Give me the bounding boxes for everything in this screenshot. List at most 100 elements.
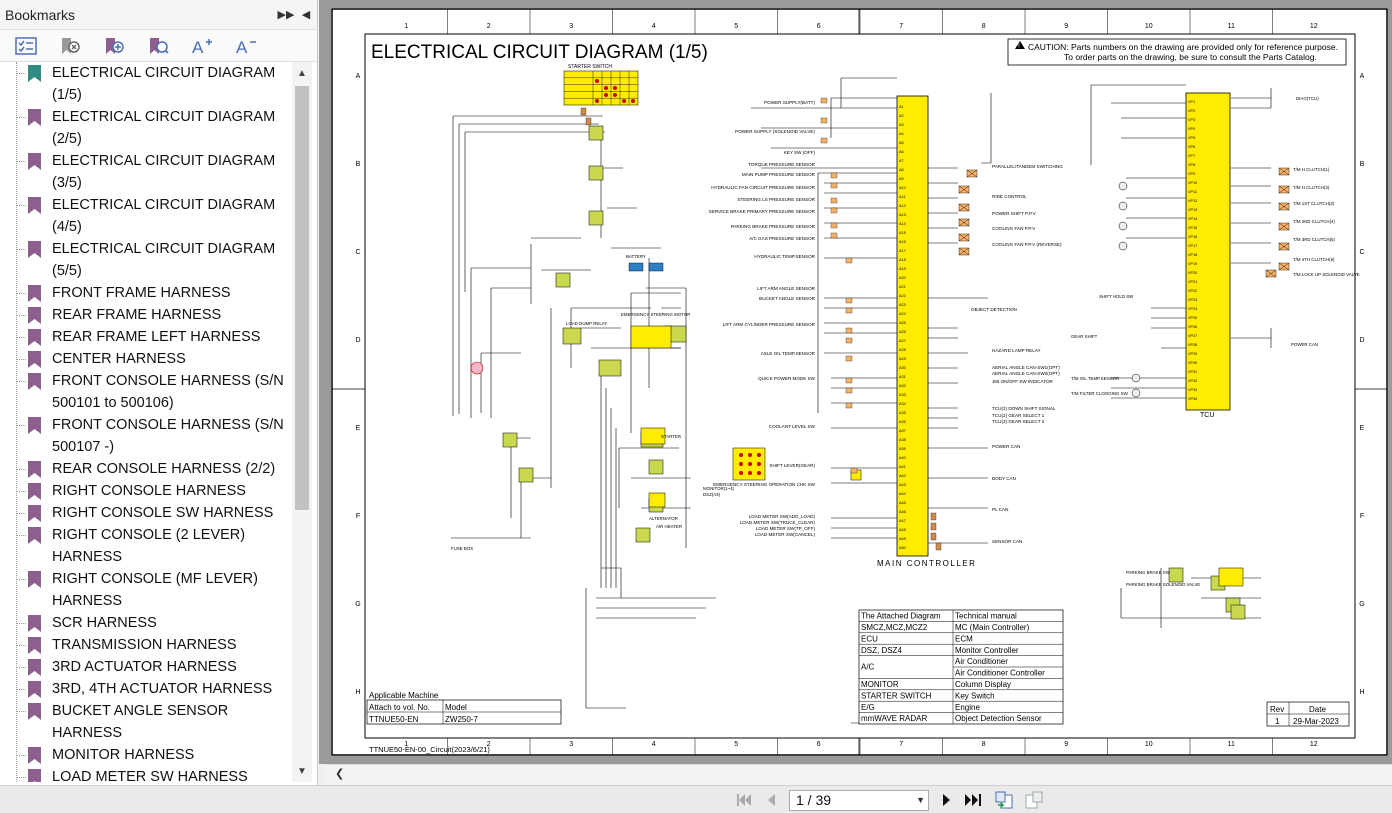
bookmark-item[interactable]: ELECTRICAL CIRCUIT DIAGRAM (2/5) bbox=[0, 106, 292, 150]
previous-page-icon[interactable] bbox=[761, 790, 783, 810]
pin-label: A30 bbox=[899, 366, 906, 370]
pin-label: A38 bbox=[899, 438, 906, 442]
wire bbox=[1231, 167, 1271, 264]
scroll-up-icon[interactable]: ▲ bbox=[297, 67, 307, 79]
next-page-icon[interactable] bbox=[935, 790, 957, 810]
signal-label: KEY SW (OFF) bbox=[784, 150, 816, 155]
bookmark-icon bbox=[28, 307, 41, 324]
pin-label: A44 bbox=[899, 492, 906, 496]
wire bbox=[981, 93, 992, 164]
component-label: ALTERNATOR bbox=[649, 516, 678, 521]
signal-label: AERIAL ANGLE CAN-SW1(OPT) bbox=[992, 365, 1060, 370]
tcu-pin-label: VP7 bbox=[1188, 154, 1195, 158]
bookmark-item[interactable]: FRONT FRAME HARNESS bbox=[0, 282, 292, 304]
bookmark-item[interactable]: 3RD, 4TH ACTUATOR HARNESS bbox=[0, 678, 292, 700]
signal-label: LIFT ARM CYLINDER PRESSURE SENSOR bbox=[723, 322, 816, 327]
signal-label: POWER SHIFT P.P.V bbox=[992, 211, 1037, 216]
bookmark-item[interactable]: CENTER HARNESS bbox=[0, 348, 292, 370]
bookmark-item[interactable]: ELECTRICAL CIRCUIT DIAGRAM (4/5) bbox=[0, 194, 292, 238]
row-letter-left: B bbox=[356, 161, 361, 168]
bookmark-label: RIGHT CONSOLE SW HARNESS bbox=[52, 505, 274, 521]
wire bbox=[648, 258, 681, 388]
bookmark-item[interactable]: FRONT CONSOLE HARNESS (S/N 500107 -) bbox=[0, 414, 292, 458]
bookmark-item[interactable]: MONITOR HARNESS bbox=[0, 744, 292, 766]
signal-label: HYDRAULIC TEMP.SENSOR bbox=[754, 254, 815, 259]
bookmark-item[interactable]: LOAD METER SW HARNESS bbox=[0, 766, 292, 782]
fuse-icon bbox=[930, 522, 937, 531]
decrease-font-icon[interactable]: A bbox=[228, 32, 264, 60]
scroll-left-icon[interactable]: ❮ bbox=[335, 768, 345, 780]
pin-label: A1 bbox=[899, 105, 904, 109]
pin-label: A48 bbox=[899, 528, 906, 532]
bookmark-label: BUCKET ANGLE SENSOR HARNESS bbox=[52, 703, 229, 741]
bookmark-item[interactable]: REAR FRAME LEFT HARNESS bbox=[0, 326, 292, 348]
previous-view-icon[interactable] bbox=[993, 790, 1015, 810]
pin-label: A37 bbox=[899, 429, 906, 433]
bookmark-item[interactable]: REAR FRAME HARNESS bbox=[0, 304, 292, 326]
bookmark-label: ELECTRICAL CIRCUIT DIAGRAM (3/5) bbox=[52, 153, 276, 191]
bookmark-item[interactable]: TRANSMISSION HARNESS bbox=[0, 634, 292, 656]
pin-label: A9 bbox=[899, 177, 904, 181]
scroll-thumb[interactable] bbox=[295, 86, 309, 510]
add-bookmark-icon[interactable] bbox=[96, 32, 132, 60]
bookmark-item[interactable]: ELECTRICAL CIRCUIT DIAGRAM (5/5) bbox=[0, 238, 292, 282]
increase-font-icon[interactable]: A bbox=[184, 32, 220, 60]
page-number-field[interactable]: 1 / 39 ▼ bbox=[789, 790, 929, 811]
signal-label: BODY CAN bbox=[992, 476, 1016, 481]
signal-label: PARALLEL/TANDEM SWITCHING bbox=[992, 164, 1063, 169]
signal-label: QUICK POWER MODE SW bbox=[758, 376, 816, 381]
bookmark-options-icon[interactable] bbox=[8, 32, 44, 60]
signal-label: SHIFT LEVER(GEAR) bbox=[769, 463, 815, 468]
tree-connector bbox=[16, 623, 26, 624]
tcu-pin-label: VP13 bbox=[1188, 208, 1197, 212]
model-value: ZW250-7 bbox=[445, 715, 478, 724]
bookmark-item[interactable]: RIGHT CONSOLE HARNESS bbox=[0, 480, 292, 502]
svg-text:!: ! bbox=[1018, 44, 1020, 50]
first-page-icon[interactable] bbox=[733, 790, 755, 810]
bookmark-item[interactable]: SCR HARNESS bbox=[0, 612, 292, 634]
relay-component bbox=[562, 327, 582, 345]
tree-connector bbox=[16, 73, 26, 74]
column-number-top: 4 bbox=[652, 23, 656, 30]
speed-sensor-icon bbox=[1131, 373, 1141, 383]
next-view-icon[interactable] bbox=[1023, 790, 1045, 810]
bookmark-item[interactable]: RIGHT CONSOLE SW HARNESS bbox=[0, 502, 292, 524]
bookmark-item[interactable]: BUCKET ANGLE SENSOR HARNESS bbox=[0, 700, 292, 744]
component-label: BATTERY bbox=[626, 254, 646, 259]
bookmark-item[interactable]: ELECTRICAL CIRCUIT DIAGRAM (3/5) bbox=[0, 150, 292, 194]
expand-panel-icon[interactable]: ▶▶ bbox=[277, 9, 295, 21]
delete-bookmark-icon[interactable] bbox=[52, 32, 88, 60]
pin-label: A21 bbox=[899, 285, 906, 289]
horizontal-scrollbar[interactable]: ❮ bbox=[325, 764, 1392, 784]
last-page-icon[interactable] bbox=[962, 790, 984, 810]
bookmark-item[interactable]: RIGHT CONSOLE (2 LEVER) HARNESS bbox=[0, 524, 292, 568]
bookmark-item[interactable]: REAR CONSOLE HARNESS (2/2) bbox=[0, 458, 292, 480]
bookmark-item[interactable]: FRONT CONSOLE HARNESS (S/N 500101 to 500… bbox=[0, 370, 292, 414]
column-number-bottom: 2 bbox=[487, 741, 491, 748]
wire bbox=[1090, 84, 1186, 165]
bookmark-label: RIGHT CONSOLE (MF LEVER) HARNESS bbox=[52, 571, 258, 609]
bookmarks-scrollbar[interactable]: ▲ ▼ bbox=[292, 62, 312, 782]
scroll-down-icon[interactable]: ▼ bbox=[297, 765, 307, 777]
attach-label: Attach to vol. No. bbox=[369, 703, 430, 712]
pin-label: A35 bbox=[899, 411, 906, 415]
find-bookmark-icon[interactable] bbox=[140, 32, 176, 60]
pin-label: A25 bbox=[899, 321, 906, 325]
wire bbox=[831, 377, 897, 429]
sensor-icon bbox=[830, 172, 838, 179]
bookmark-item[interactable]: ELECTRICAL CIRCUIT DIAGRAM (1/5) bbox=[0, 62, 292, 106]
bookmark-icon bbox=[28, 505, 41, 522]
tcu-pin-label: VP18 bbox=[1188, 253, 1197, 257]
signal-label: TCU(2) DOWN SHIFT SIGNAL bbox=[992, 406, 1056, 411]
bookmark-item[interactable]: 3RD ACTUATOR HARNESS bbox=[0, 656, 292, 678]
tcu-label: TCU bbox=[1200, 412, 1214, 419]
bookmark-item[interactable]: RIGHT CONSOLE (MF LEVER) HARNESS bbox=[0, 568, 292, 612]
page-dropdown-icon[interactable]: ▼ bbox=[916, 795, 925, 805]
speed-sensor-icon bbox=[1131, 388, 1141, 398]
collapse-panel-icon[interactable]: ◀ bbox=[301, 9, 311, 21]
component-label: DSZ(A3) bbox=[703, 492, 721, 497]
tree-connector bbox=[16, 535, 26, 536]
bookmark-icon bbox=[28, 747, 41, 764]
